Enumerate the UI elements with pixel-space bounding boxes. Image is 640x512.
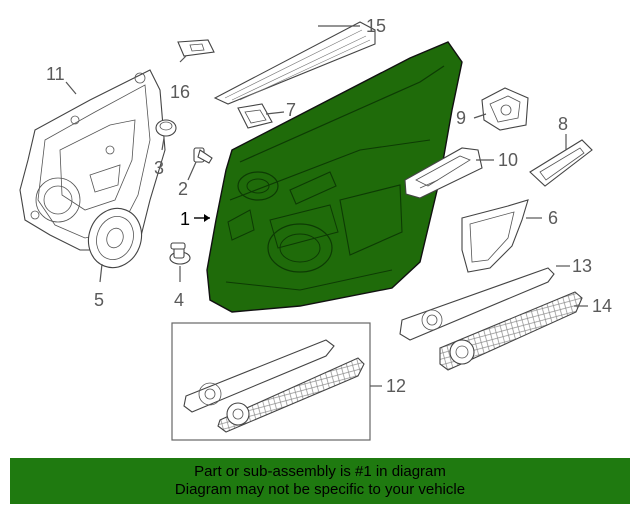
part-8-handle-bezel — [529, 139, 593, 187]
callout-1: 1 — [180, 209, 190, 229]
part-5-speaker — [87, 207, 143, 269]
part-13-lower-garnish — [399, 267, 555, 341]
callout-8: 8 — [558, 114, 568, 134]
part-7-bracket — [237, 103, 273, 129]
callout-10: 10 — [498, 150, 518, 170]
callout-2: 2 — [178, 179, 188, 199]
banner-line-1: Part or sub-assembly is #1 in diagram — [194, 463, 446, 480]
door-trim-panel-body — [206, 41, 463, 313]
inset-box-part-12 — [171, 322, 371, 441]
callout-13: 13 — [572, 256, 592, 276]
callout-11: 11 — [46, 64, 65, 84]
leader-lines — [65, 25, 588, 387]
part-6-pocket-cover — [461, 199, 529, 273]
callout-labels: 1 2 3 4 5 6 7 8 9 10 11 12 13 14 15 16 — [46, 16, 612, 396]
callout-7: 7 — [286, 100, 296, 120]
callout-4: 4 — [174, 290, 184, 310]
info-banner: Part or sub-assembly is #1 in diagram Di… — [10, 458, 630, 504]
callout-16: 16 — [170, 82, 190, 102]
callout-5: 5 — [94, 290, 104, 310]
callout-3: 3 — [154, 158, 164, 178]
banner-line-2: Diagram may not be specific to your vehi… — [174, 481, 466, 498]
callout-6: 6 — [548, 208, 558, 228]
callout-12: 12 — [386, 376, 406, 396]
part-15-garnish-strip — [213, 21, 376, 105]
part-1-door-trim-panel — [206, 41, 463, 313]
part-10-switch-panel — [404, 147, 483, 199]
part-4-push-pin — [169, 242, 191, 265]
part-3-grommet — [155, 119, 177, 137]
part-11-door-inner-panel — [19, 69, 166, 251]
part-16-switch — [177, 39, 215, 57]
part-14-speaker-grille — [439, 291, 583, 371]
callout-15: 15 — [366, 16, 386, 36]
part-9-motor — [481, 87, 529, 131]
part-2-clip — [193, 147, 213, 164]
callout-14: 14 — [592, 296, 612, 316]
callout-9: 9 — [456, 108, 466, 128]
